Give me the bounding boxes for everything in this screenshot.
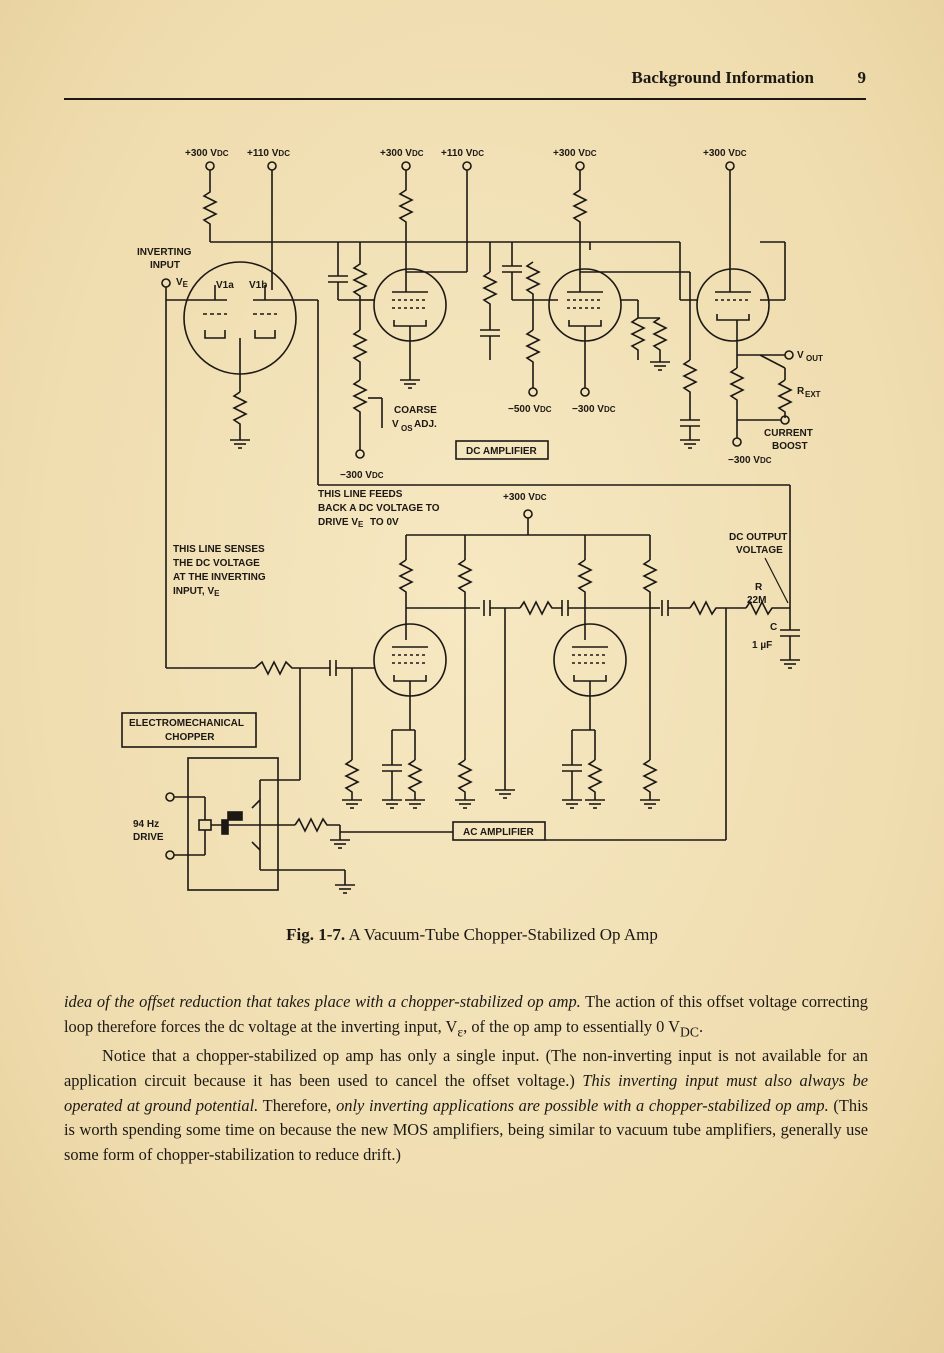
p2-c: (This is worth spending some time on bec…	[64, 1095, 869, 1164]
paragraph-2: Notice that a chopper-stabilized op amp …	[64, 1044, 868, 1167]
chopper-elements	[165, 668, 453, 894]
senses-label-1: THIS LINE SENSES	[173, 544, 265, 555]
c-value-label: 1 µF	[752, 640, 772, 651]
senses-label-2: THE DC VOLTAGE	[173, 558, 260, 569]
tube-dc-2-elements	[567, 241, 690, 397]
p1-sub2: DC	[680, 1023, 699, 1039]
senses-label-4: INPUT, VE	[173, 586, 220, 598]
label-v1b: V1b	[249, 280, 267, 291]
dc-output-label-1: DC OUTPUT	[729, 532, 787, 543]
neg300-label-a: −300 VDC	[340, 470, 384, 481]
supply-label-5: +300 VDC	[553, 148, 597, 159]
chopper-box	[187, 757, 279, 891]
tube-output-elements	[679, 241, 794, 449]
inverting-input-terminal	[161, 278, 171, 288]
senses-label-3: AT THE INVERTING	[173, 572, 266, 583]
chopper-label-2: CHOPPER	[165, 732, 215, 743]
p2-italic1: This inverting input must also always be…	[64, 1071, 868, 1115]
page-number: 9	[857, 68, 867, 87]
schematic-diagram: +300 VDC +110 VDC +300 VDC +110 VDC +300…	[121, 148, 823, 894]
body-text: idea of the offset reduction that takes …	[64, 990, 868, 1167]
p1-rest: The action of this offset voltage correc…	[64, 992, 868, 1036]
chopper-label-1: ELECTROMECHANICAL	[129, 718, 244, 729]
vos-label-v: V	[392, 419, 399, 430]
feeds-label-2: BACK A DC VOLTAGE TO	[318, 503, 440, 514]
supply-label-3: +300 VDC	[380, 148, 424, 159]
p1-sub: ε	[457, 1023, 464, 1039]
feeds-label-3b: TO 0V	[370, 517, 399, 528]
boost-label: BOOST	[772, 441, 808, 452]
paragraph-1: idea of the offset reduction that takes …	[64, 990, 868, 1044]
figure-caption: Fig. 1-7. A Vacuum-Tube Chopper-Stabiliz…	[0, 925, 944, 945]
plus300-mid-label: +300 VDC	[503, 492, 547, 503]
running-title: Background Information	[631, 68, 814, 87]
drive-label-2: DRIVE	[133, 832, 164, 843]
label-v1a: V1a	[216, 280, 234, 291]
input-wires	[165, 241, 791, 676]
tube-ac-2-elements	[495, 608, 660, 809]
supply-resistors	[202, 170, 731, 290]
tube-output	[696, 268, 770, 342]
caption-label: Fig. 1-7.	[286, 925, 346, 944]
tube-dc-1-elements	[328, 242, 428, 459]
inverting-input-label-2: INPUT	[150, 260, 180, 271]
supply-label-4: +110 VDC	[441, 148, 484, 159]
feeds-label-1: THIS LINE FEEDS	[318, 489, 403, 500]
r-value-label: 22M	[747, 595, 766, 606]
dc-amplifier-label: DC AMPLIFIER	[466, 446, 538, 457]
neg300-label-b: −300 VDC	[572, 404, 616, 415]
label-ve: VE	[176, 277, 189, 289]
rext-label: R	[797, 386, 805, 397]
vout-sub: OUT	[806, 354, 823, 363]
dc-interstage	[406, 241, 590, 397]
dc-amplifier-box	[455, 440, 549, 460]
running-head: Background Information 9	[64, 66, 866, 100]
dc-output-arrow	[764, 557, 789, 604]
vos-label-sub: OS	[401, 424, 413, 433]
ac-amplifier-label: AC AMPLIFIER	[463, 827, 535, 838]
c-label: C	[770, 622, 777, 633]
ac-amplifier-wires	[329, 518, 800, 841]
vout-label: V	[797, 350, 804, 361]
dc-output-label-2: VOLTAGE	[736, 545, 783, 556]
current-label: CURRENT	[764, 428, 813, 439]
neg500-label: −500 VDC	[508, 404, 552, 415]
neg300-label-c: −300 VDC	[728, 455, 772, 466]
p2-italic2: only inverting applications are possible…	[336, 1095, 829, 1115]
p1-final: .	[698, 1016, 704, 1036]
p2-a: Notice that a chopper-stabilized op amp …	[64, 1046, 868, 1091]
supply-label-2: +110 VDC	[247, 148, 290, 159]
p2-b: Therefore,	[258, 1095, 337, 1115]
plus300-mid-terminal	[523, 509, 533, 519]
tube-v1-elements	[203, 285, 277, 449]
vos-adj-label: ADJ.	[414, 419, 437, 430]
supply-label-6: +300 VDC	[703, 148, 747, 159]
r-label: R	[755, 582, 763, 593]
feeds-label-3: DRIVE VE	[318, 517, 364, 529]
caption-text: A Vacuum-Tube Chopper-Stabilized Op Amp	[348, 925, 658, 944]
tube-ac-1-elements	[382, 608, 475, 809]
chopper-label-box	[121, 712, 257, 748]
p1-end: , of the op amp to essentially 0 V	[463, 1016, 680, 1036]
inverting-input-label-1: INVERTING	[137, 247, 192, 258]
ac-amplifier-box	[452, 821, 546, 841]
supply-label-1: +300 VDC	[185, 148, 229, 159]
rext-sub: EXT	[805, 390, 821, 399]
coarse-label: COARSE	[394, 405, 437, 416]
supply-terminals	[205, 161, 735, 171]
p1-italic: idea of the offset reduction that takes …	[64, 992, 581, 1011]
drive-label-1: 94 Hz	[133, 819, 159, 830]
